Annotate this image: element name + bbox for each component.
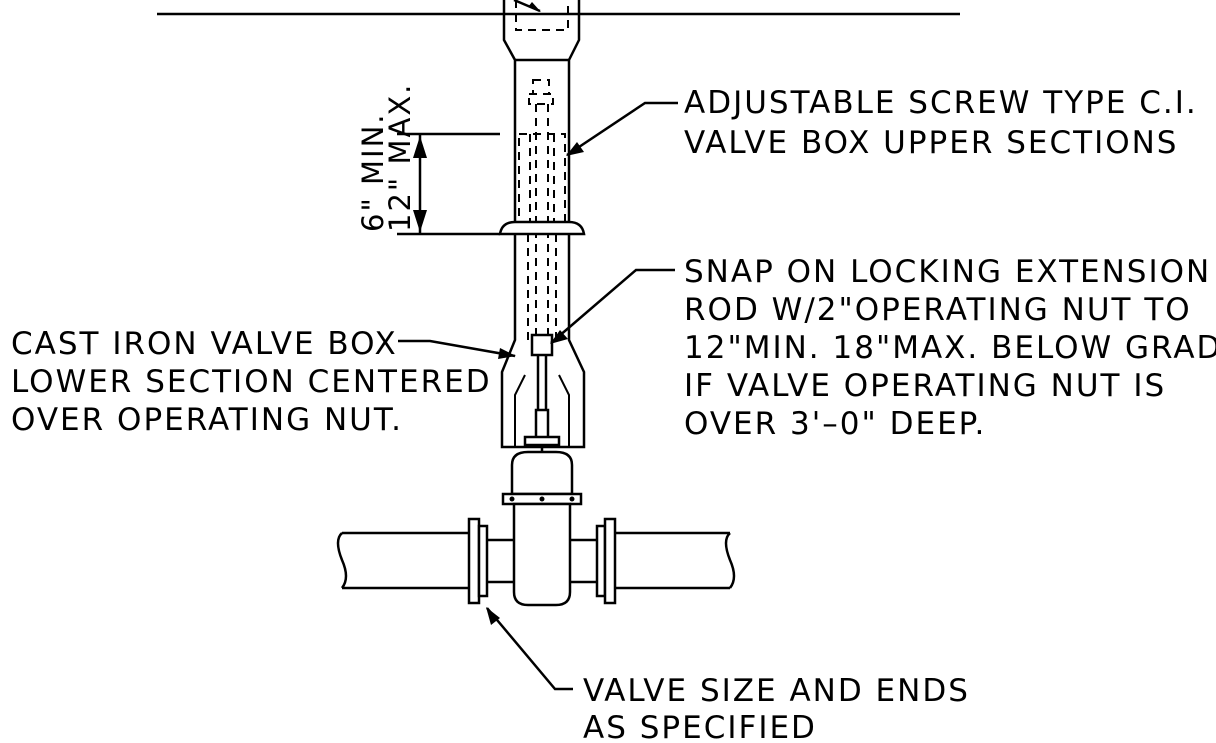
leader-extension-arrowhead	[550, 330, 568, 344]
dimension-max-text: 12" MAX.	[383, 83, 417, 232]
top-leader-arrowhead	[528, 2, 541, 12]
leader-lower-section	[398, 339, 516, 358]
leader-valve-arrowhead	[486, 607, 500, 625]
pipe-left	[336, 517, 514, 605]
note-valve-line-2: AS SPECIFIED	[583, 710, 817, 743]
pipe-right	[570, 517, 736, 605]
valve-box-lower-section	[500, 234, 586, 449]
note-extension-line-4: IF VALVE OPERATING NUT IS	[684, 368, 1166, 404]
note-valve-line-1: VALVE SIZE AND ENDS	[583, 673, 970, 709]
note-upper-line-2: VALVE BOX UPPER SECTIONS	[684, 125, 1179, 161]
valve-box-collar	[498, 220, 586, 236]
note-upper-line-1: ADJUSTABLE SCREW TYPE C.I.	[684, 85, 1198, 121]
note-extension-line-3: 12"MIN. 18"MAX. BELOW GRADE	[684, 330, 1216, 366]
note-extension-line-5: OVER 3'–0" DEEP.	[684, 406, 986, 442]
dimension-6-12	[397, 132, 500, 236]
leader-valve	[486, 607, 573, 691]
leader-extension-rod	[550, 268, 675, 344]
note-extension-line-1: SNAP ON LOCKING EXTENSION	[684, 254, 1211, 290]
gate-valve	[501, 435, 583, 607]
note-lower-line-2: LOWER SECTION CENTERED	[11, 364, 492, 400]
leader-lower-arrowhead	[498, 348, 516, 359]
valve-box-top-section	[502, 0, 581, 225]
leader-upper-sections	[566, 101, 678, 157]
dimension-min-text: 6" MIN.	[356, 113, 390, 233]
leader-upper-arrowhead	[566, 142, 584, 156]
extension-rod-dashed	[518, 79, 566, 345]
note-extension-line-2: ROD W/2"OPERATING NUT TO	[684, 292, 1192, 328]
note-lower-line-1: CAST IRON VALVE BOX	[11, 326, 398, 362]
note-lower-line-3: OVER OPERATING NUT.	[11, 402, 403, 438]
